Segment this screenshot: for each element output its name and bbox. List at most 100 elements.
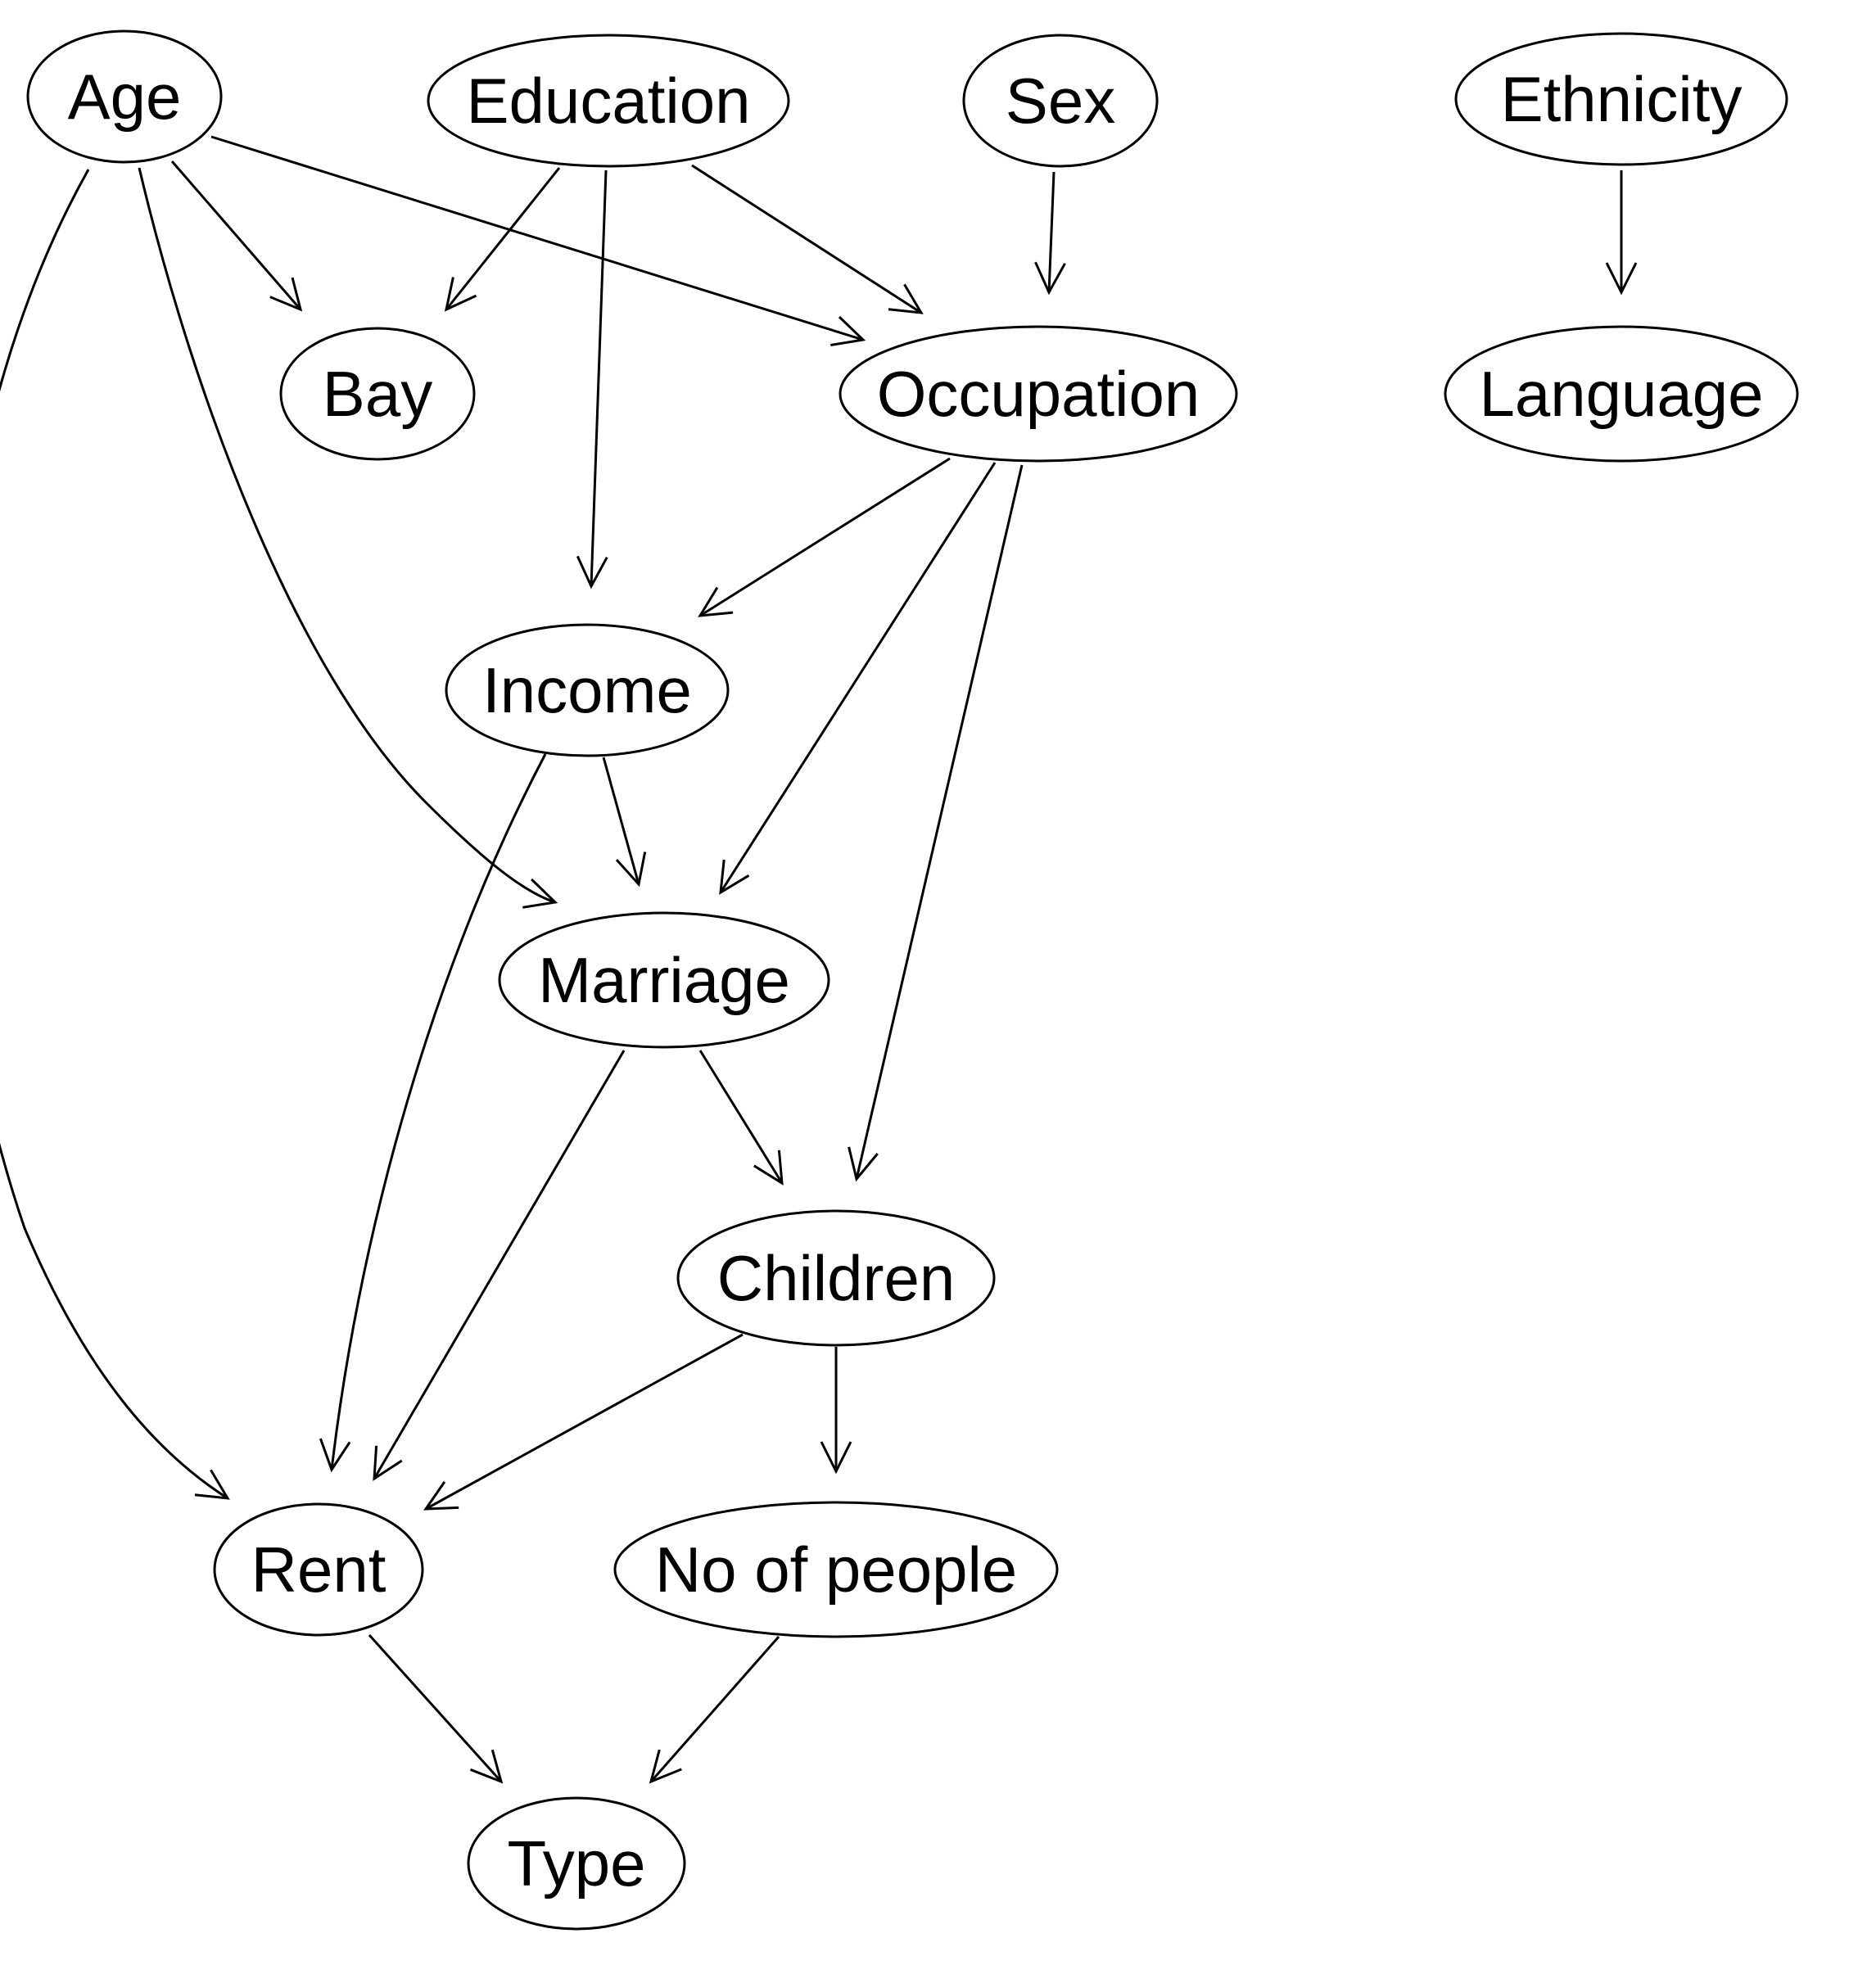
- edge-age-to-marriage: [138, 167, 558, 909]
- node-label: Rent: [251, 1534, 387, 1606]
- edge-income-to-marriage: [602, 757, 647, 888]
- edge-age-to-bay: [170, 160, 303, 312]
- node-label: Children: [717, 1242, 955, 1314]
- arrowhead: [423, 1481, 459, 1511]
- node-label: Education: [467, 65, 751, 137]
- edge-line: [170, 160, 302, 310]
- arrowhead: [576, 555, 608, 590]
- node-label: Age: [68, 61, 182, 133]
- edge-line: [649, 1636, 780, 1782]
- node-children: Children: [676, 1209, 996, 1347]
- edge-line: [0, 169, 228, 1500]
- arrowhead: [373, 1445, 403, 1481]
- arrowhead: [753, 1150, 784, 1186]
- node-label: Ethnicity: [1501, 63, 1743, 135]
- arrowhead: [649, 1749, 682, 1784]
- edge-income-to-rent: [319, 753, 547, 1473]
- node-marriage: Marriage: [498, 911, 830, 1049]
- arrowhead: [888, 283, 924, 314]
- edge-line: [698, 1050, 784, 1184]
- edge-sex-to-occupation: [1034, 171, 1066, 296]
- arrowhead: [830, 316, 866, 346]
- node-ethnicity: Ethnicity: [1454, 32, 1788, 166]
- arrowhead: [469, 1749, 504, 1784]
- node-ellipse: [279, 327, 476, 461]
- edge-marriage-to-children: [698, 1050, 784, 1186]
- edge-children-to-rent: [423, 1333, 744, 1511]
- node-ellipse: [1454, 32, 1788, 166]
- node-label: Bay: [323, 358, 432, 430]
- arrowhead: [522, 878, 558, 909]
- edge-line: [210, 135, 864, 341]
- edge-line: [602, 757, 640, 885]
- node-ellipse: [445, 623, 730, 757]
- edge-line: [373, 1050, 626, 1479]
- edge-education-to-occupation: [691, 164, 924, 314]
- edge-age-to-rent: [0, 169, 230, 1500]
- edge-marriage-to-rent: [373, 1050, 626, 1481]
- edge-line: [855, 464, 1024, 1180]
- node-ellipse: [839, 325, 1238, 463]
- node-age: Age: [26, 29, 223, 164]
- edge-education-to-bay: [444, 167, 561, 312]
- node-ellipse: [213, 1502, 424, 1637]
- node-ellipse: [676, 1209, 996, 1347]
- arrowhead: [319, 1438, 351, 1473]
- node-ellipse: [26, 29, 223, 164]
- node-bay: Bay: [279, 327, 476, 461]
- edge-line: [445, 167, 561, 310]
- arrowhead: [269, 277, 303, 312]
- node-label: Occupation: [877, 358, 1200, 430]
- node-language: Language: [1444, 325, 1799, 463]
- node-label: Income: [482, 654, 692, 726]
- node-ellipse: [427, 34, 790, 168]
- edge-line: [368, 1633, 503, 1783]
- node-rent: Rent: [213, 1502, 424, 1637]
- node-label: No of people: [655, 1534, 1017, 1606]
- node-type: Type: [467, 1796, 686, 1931]
- edge-ethnicity-to-language: [1605, 170, 1638, 296]
- arrowhead: [1034, 261, 1066, 296]
- node-ellipse: [1444, 325, 1799, 463]
- edge-line: [330, 753, 547, 1470]
- node-ellipse: [498, 911, 830, 1049]
- edge-occupation-to-marriage: [719, 462, 997, 895]
- node-label: Type: [507, 1827, 645, 1900]
- arrowhead: [820, 1441, 852, 1475]
- node-education: Education: [427, 34, 790, 168]
- arrowhead: [848, 1146, 879, 1182]
- node-label: Marriage: [538, 944, 790, 1016]
- arrowhead: [698, 586, 734, 617]
- arrowhead: [194, 1469, 230, 1500]
- edge-line: [138, 167, 556, 904]
- node-income: Income: [445, 623, 730, 757]
- node-no-of-people: No of people: [613, 1501, 1059, 1638]
- edge-age-to-occupation: [210, 135, 866, 346]
- arrowhead: [1605, 262, 1638, 296]
- node-label: Sex: [1006, 65, 1115, 137]
- edge-education-to-income: [576, 169, 608, 590]
- edge-line: [699, 457, 951, 617]
- edge-children-to-no-of-people: [820, 1347, 852, 1475]
- node-label: Language: [1479, 358, 1763, 430]
- node-sex: Sex: [962, 34, 1159, 168]
- node-ellipse: [962, 34, 1159, 168]
- node-ellipse: [613, 1501, 1059, 1638]
- arrowhead: [444, 277, 477, 312]
- edge-line: [719, 462, 997, 893]
- node-occupation: Occupation: [839, 325, 1238, 463]
- edge-occupation-to-children: [848, 464, 1024, 1182]
- node-ellipse: [467, 1796, 686, 1931]
- arrowhead: [719, 859, 750, 895]
- edge-line: [691, 164, 922, 314]
- edge-no-of-people-to-type: [649, 1636, 780, 1784]
- edge-rent-to-type: [368, 1633, 504, 1784]
- edge-occupation-to-income: [698, 457, 951, 617]
- edge-line: [590, 169, 608, 587]
- edge-line: [425, 1333, 744, 1511]
- edges-layer: [0, 135, 1638, 1784]
- edge-line: [1047, 171, 1056, 293]
- arrowhead: [615, 852, 647, 888]
